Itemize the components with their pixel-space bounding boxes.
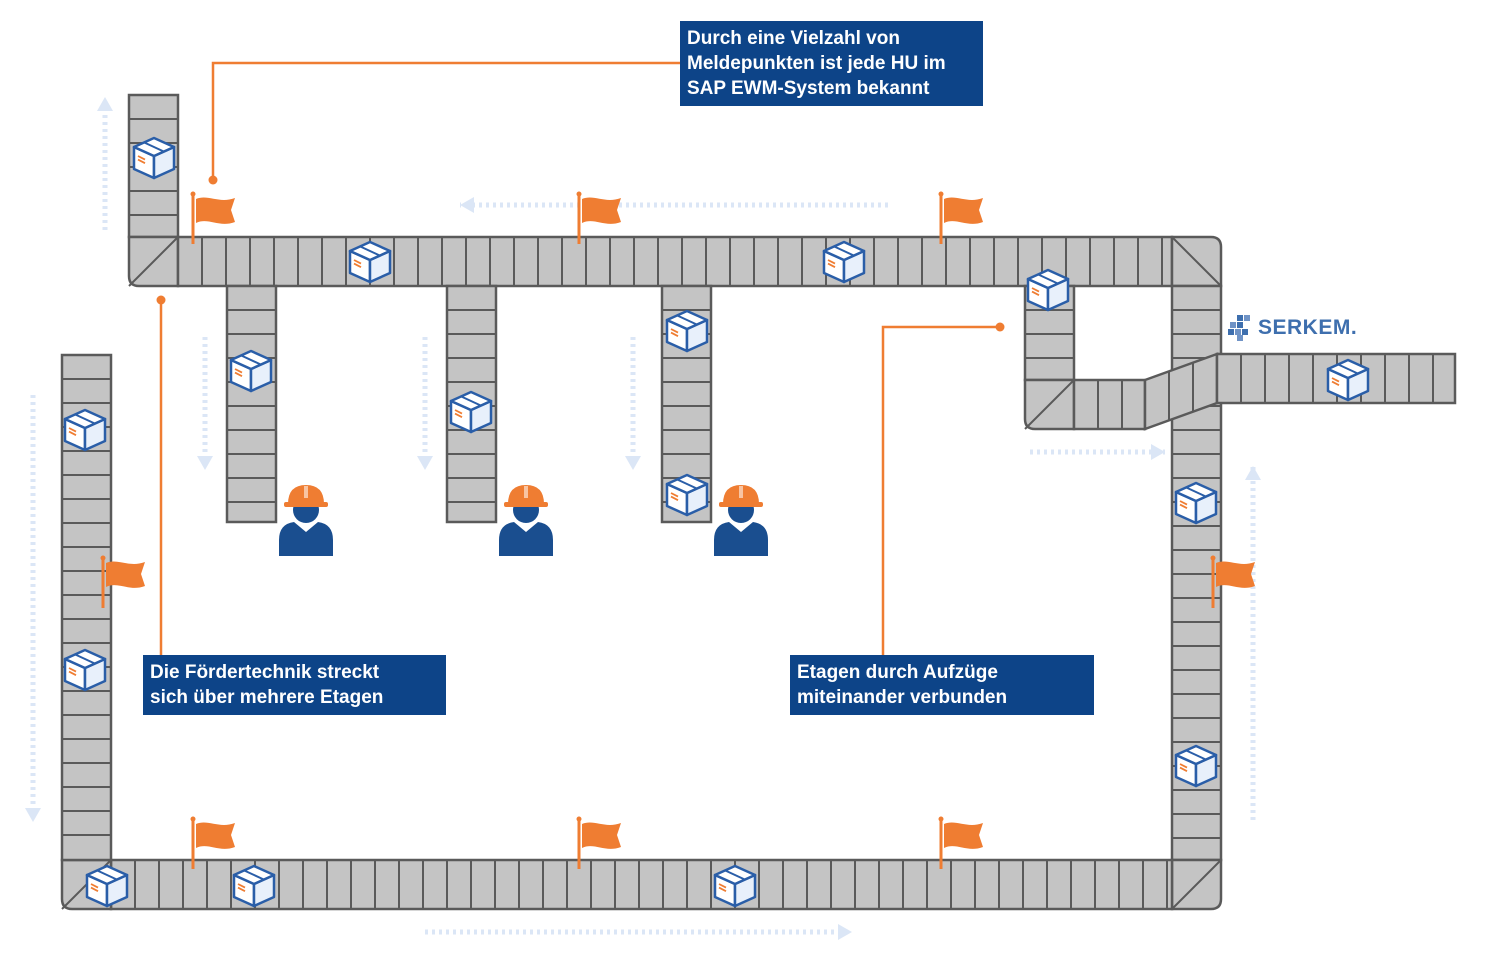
flow-direction-arrow [460, 197, 888, 213]
callout-left-line-2: sich über mehrere Etagen [150, 687, 384, 708]
checkpoint-flag-icon [1210, 555, 1255, 608]
handling-units [63, 136, 1370, 908]
callout-leader-line [156, 295, 166, 655]
package-box-icon [132, 136, 176, 180]
flow-arrows [25, 97, 1261, 940]
checkpoint-flag-icon [190, 191, 235, 244]
checkpoint-flags [100, 191, 1255, 869]
conveyor-segment-horizontal [109, 858, 1174, 911]
checkpoint-flag-icon [100, 555, 145, 608]
package-box-icon [449, 390, 493, 434]
serkem-logo-mark-icon [1228, 315, 1250, 341]
package-box-icon [232, 864, 276, 908]
flow-direction-arrow [97, 97, 113, 230]
package-box-icon [822, 240, 866, 284]
conveyor-corner [1023, 378, 1076, 431]
package-box-icon [63, 648, 107, 692]
callout-top-line-3: SAP EWM-System bekannt [687, 78, 930, 99]
flow-direction-arrow [425, 924, 852, 940]
flow-direction-arrow [417, 337, 433, 470]
conveyor-segment-vertical [225, 284, 278, 524]
conveyor-segment-horizontal [176, 235, 1174, 288]
worker-hardhat-icon [279, 485, 333, 556]
callout-top-line-2: Meldepunkten ist jede HU im [687, 53, 946, 74]
flow-direction-arrow [625, 337, 641, 470]
package-box-icon [1174, 744, 1218, 788]
conveyor-corner [1170, 858, 1223, 911]
checkpoint-flag-icon [938, 816, 983, 869]
callout-right-line-2: miteinander verbunden [797, 687, 1008, 708]
package-box-icon [63, 408, 107, 452]
checkpoint-flag-icon [576, 816, 621, 869]
serkem-logo: SERKEM. [1228, 314, 1357, 342]
worker-hardhat-icon [499, 485, 553, 556]
workers [279, 485, 768, 556]
conveyor-system [60, 93, 1457, 911]
callout-right-elevators: Etagen durch Aufzüge miteinander verbund… [790, 655, 1094, 715]
flow-direction-arrow [1245, 466, 1261, 820]
callout-left-multilevel: Die Fördertechnik streckt sich über mehr… [143, 655, 446, 715]
callout-left-line-1: Die Fördertechnik streckt [150, 662, 380, 683]
package-box-icon [713, 864, 757, 908]
package-box-icon [665, 309, 709, 353]
callout-leader-line [208, 61, 680, 185]
flow-direction-arrow [25, 395, 41, 822]
package-box-icon [85, 864, 129, 908]
flow-direction-arrow [197, 337, 213, 470]
package-box-icon [1026, 268, 1070, 312]
package-box-icon [229, 349, 273, 393]
callout-top-checkpoints: Durch eine Vielzahl von Meldepunkten ist… [680, 21, 983, 106]
callout-leader-lines [156, 61, 1005, 655]
callout-right-line-1: Etagen durch Aufzüge [797, 662, 998, 683]
conveyor-corner [127, 235, 180, 288]
callout-leader-line [881, 322, 1005, 655]
package-box-icon [665, 473, 709, 517]
checkpoint-flag-icon [576, 191, 621, 244]
conveyor-segment-horizontal [1072, 378, 1147, 431]
flow-direction-arrow [1030, 444, 1165, 460]
checkpoint-flag-icon [190, 816, 235, 869]
package-box-icon [348, 240, 392, 284]
callout-top-line-1: Durch eine Vielzahl von [687, 28, 900, 49]
package-box-icon [1326, 358, 1370, 402]
package-box-icon [1174, 481, 1218, 525]
checkpoint-flag-icon [938, 191, 983, 244]
serkem-logo-text: SERKEM. [1258, 316, 1358, 339]
conveyor-corner [1170, 235, 1223, 288]
worker-hardhat-icon [714, 485, 768, 556]
